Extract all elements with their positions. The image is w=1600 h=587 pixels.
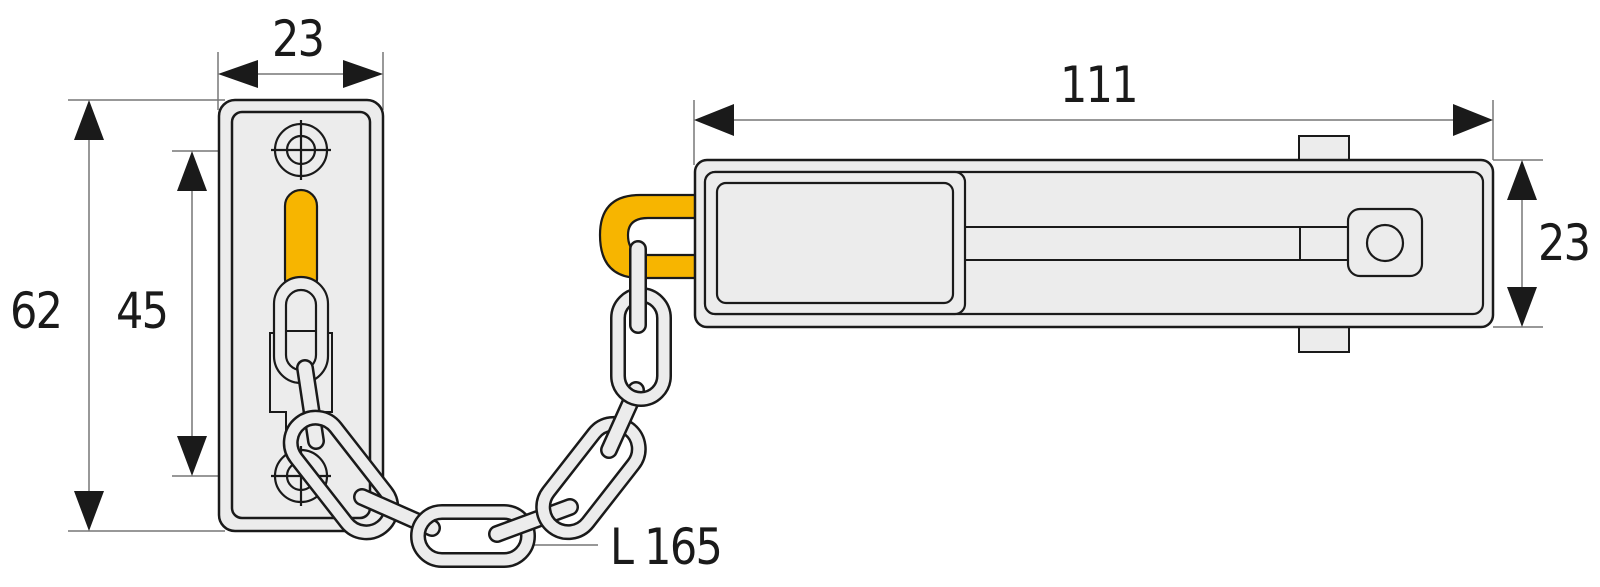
slide-body xyxy=(693,135,1495,353)
slide-knob-icon xyxy=(1346,207,1424,278)
body-height-label: 23 xyxy=(1538,214,1591,272)
plate-width-label: 23 xyxy=(272,10,325,68)
shackle xyxy=(598,193,707,280)
dimension-lines xyxy=(68,52,1543,546)
chain xyxy=(272,275,672,568)
chain-length-label: L 165 xyxy=(610,518,723,576)
body-length-label: 111 xyxy=(1060,56,1139,114)
screw-hole-top-icon xyxy=(271,120,331,180)
hole-spacing-label: 45 xyxy=(116,282,169,340)
dimension-arrows xyxy=(74,60,1537,531)
plate-height-label: 62 xyxy=(10,282,63,340)
